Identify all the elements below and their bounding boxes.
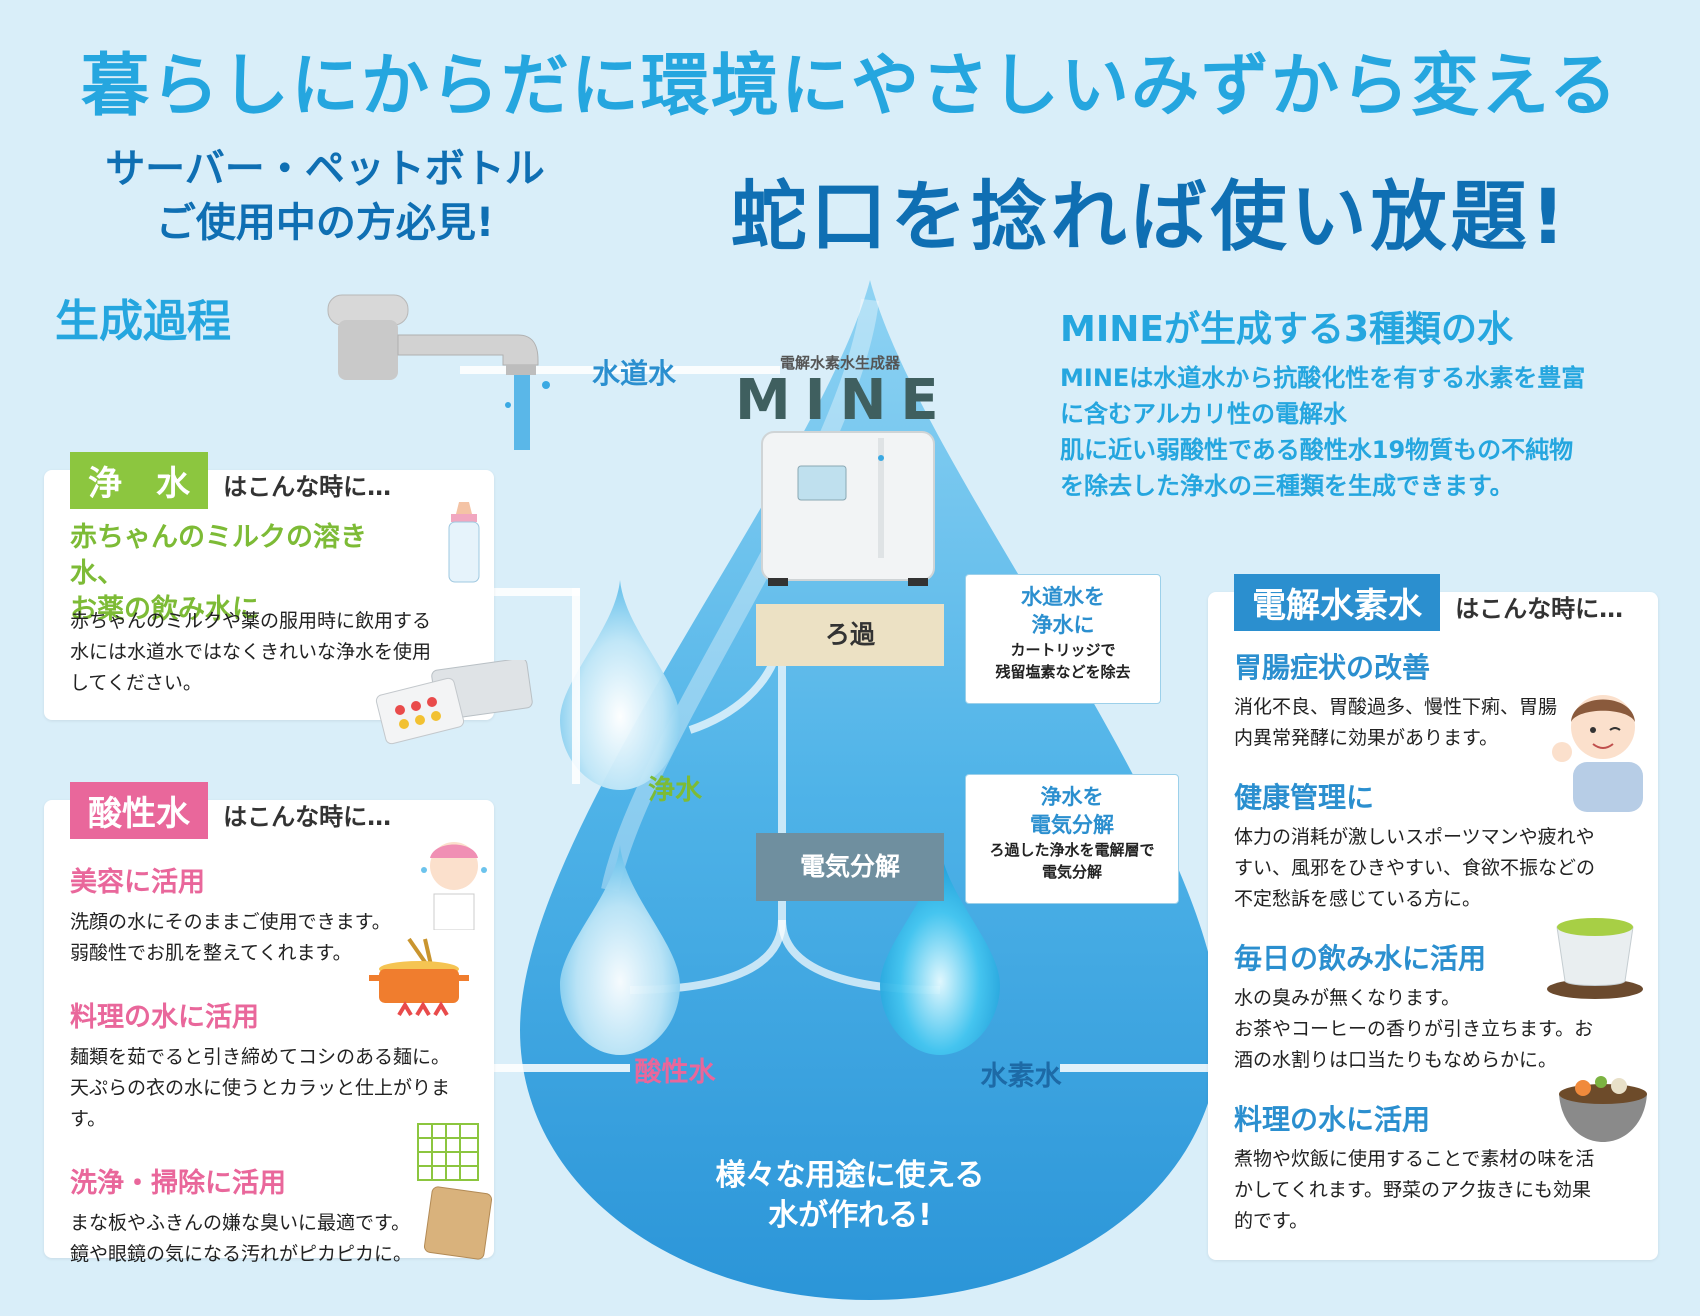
drop-label-hydrogen: 水素水 <box>980 1061 1062 1092</box>
tap-water-label: 水道水 <box>592 357 677 390</box>
acid-item-2-line-1: 麺類を茹でると引き締めてコシのある麺に。 <box>70 1046 451 1068</box>
pure-heading-1: 赤ちゃんのミルクの溶き水、 <box>70 522 367 589</box>
pure-heading-2: お薬の飲み水に <box>70 594 259 625</box>
tea-cup-icon <box>1547 918 1643 999</box>
hydrogen-item-1-line-1: 消化不良、胃酸過多、慢性下痢、胃腸 <box>1234 696 1558 718</box>
filter-info-title-1: 水道水を <box>1021 585 1105 609</box>
mine-info: MINEが生成する3種類の水 MINEは水道水から抗酸化性を有する水素を豊富 に… <box>1060 300 1680 504</box>
subhead-left: サーバー・ペットボトル ご使用中の方必見! <box>40 142 610 250</box>
hydrogen-water-card: 電解水素水 はこんな時に… 胃腸症状の改善 消化不良、胃酸過多、慢性下痢、胃腸 … <box>1208 574 1658 1260</box>
device-caption: 電解水素水生成器 <box>780 354 901 372</box>
drop-caption-line-1: 様々な用途に使える <box>715 1158 985 1193</box>
drop-label-acid: 酸性水 <box>634 1057 716 1088</box>
acid-item-2-line-2: 天ぷらの衣の水に使うとカラッと仕上がります。 <box>70 1077 451 1130</box>
pill-pack-icon <box>375 660 533 745</box>
cutting-board-icon <box>417 1123 493 1260</box>
mine-device-image <box>761 431 935 586</box>
acid-item-1-heading: 美容に活用 <box>70 867 205 898</box>
face-wash-icon <box>421 842 487 930</box>
electro-info-sub-1: ろ過した浄水を電解層で <box>989 841 1155 859</box>
hydrogen-item-3-line-2: お茶やコーヒーの香りが引き立ちます。お <box>1234 1018 1594 1040</box>
connector-tap <box>460 366 780 374</box>
filter-info-box: 水道水を 浄水に カートリッジで 残留塩素などを除去 <box>965 574 1161 704</box>
faucet-icon <box>327 294 550 450</box>
connector-pure <box>480 588 580 596</box>
electro-info-title-2: 電気分解 <box>1030 813 1114 837</box>
mine-info-title: MINEが生成する3種類の水 <box>1060 309 1513 350</box>
pure-body-1: 赤ちゃんのミルクや薬の服用時に飲用する <box>70 610 432 632</box>
hydrogen-item-4-line-3: 的です。 <box>1234 1210 1309 1232</box>
hydrogen-item-4-heading: 料理の水に活用 <box>1234 1103 1431 1136</box>
mine-info-line-4: を除去した浄水の三種類を生成できます。 <box>1060 472 1514 500</box>
food-bowl-icon <box>1559 1076 1647 1142</box>
hydrogen-tag-suffix: はこんな時に… <box>1455 595 1624 623</box>
hydrogen-item-3-line-3: 酒の水割りは口当たりもなめらかに。 <box>1234 1049 1558 1071</box>
acid-item-1-line-1: 洗顔の水にそのままご使用できます。 <box>70 911 391 933</box>
filter-info-title-2: 浄水に <box>1031 613 1095 637</box>
filter-info-sub-2: 残留塩素などを除去 <box>995 663 1131 681</box>
headline: 暮らしにからだに環境にやさしいみずから変える <box>81 47 1619 126</box>
pure-water-card: 浄 水 はこんな時に… 赤ちゃんのミルクの溶き水、 お薬の飲み水に 赤ちゃんのミ… <box>44 452 533 745</box>
mine-info-line-2: に含むアルカリ性の電解水 <box>1060 400 1348 428</box>
acid-item-2-heading: 料理の水に活用 <box>70 1002 259 1033</box>
filter-step: ろ過 <box>756 604 944 666</box>
acid-tag: 酸性水 <box>70 782 208 839</box>
electrolysis-step: 電気分解 <box>756 833 944 901</box>
acid-item-3-heading: 洗浄・掃除に活用 <box>70 1168 286 1199</box>
hydrogen-item-2-line-3: 不定愁訴を感じている方に。 <box>1234 888 1482 910</box>
pure-body-3: してください。 <box>70 672 202 694</box>
hydrogen-item-3-heading: 毎日の飲み水に活用 <box>1234 942 1487 975</box>
filter-info-sub-1: カートリッジで <box>1010 641 1116 659</box>
electro-info-box: 浄水を 電気分解 ろ過した浄水を電解層で 電気分解 <box>965 774 1179 904</box>
pure-body-2: 水には水道水ではなくきれいな浄水を使用 <box>70 641 432 663</box>
electro-info-title-1: 浄水を <box>1040 785 1104 809</box>
drop-caption: 様々な用途に使える 水が作れる! <box>640 1156 1060 1236</box>
mine-info-line-3: 肌に近い弱酸性である酸性水19物質もの不純物 <box>1060 436 1574 464</box>
hydrogen-item-2-line-1: 体力の消耗が激しいスポーツマンや疲れや <box>1234 826 1595 848</box>
subhead-right: 蛇口を捻れば使い放題! <box>730 172 1570 261</box>
mine-info-line-1: MINEは水道水から抗酸化性を有する水素を豊富 <box>1060 364 1586 392</box>
acid-tag-suffix: はこんな時に… <box>223 803 392 831</box>
subhead-left-line-1: サーバー・ペットボトル <box>105 146 545 192</box>
hydrogen-tag: 電解水素水 <box>1234 574 1440 631</box>
acid-item-1-line-2: 弱酸性でお肌を整えてくれます。 <box>70 942 352 964</box>
hydrogen-item-2-heading: 健康管理に <box>1234 781 1375 814</box>
acid-item-3-line-1: まな板やふきんの嫌な臭いに最適です。 <box>70 1212 411 1234</box>
drop-label-pure: 浄水 <box>648 775 702 806</box>
hydrogen-item-4-line-2: かしてくれます。野菜のアク抜きにも効果 <box>1234 1179 1592 1201</box>
electro-info-sub-2: 電気分解 <box>1041 863 1102 881</box>
man-ok-sign-icon <box>1552 695 1643 812</box>
big-water-drop <box>520 280 1220 1300</box>
hydrogen-drop-shape <box>880 845 1000 1055</box>
connector-pure-vert <box>572 588 580 784</box>
subhead-left-line-2: ご使用中の方必見! <box>155 200 495 246</box>
hydrogen-item-1-line-2: 内異常発酵に効果があります。 <box>1234 727 1499 749</box>
hydrogen-item-4-line-1: 煮物や炊飯に使用することで素材の味を活 <box>1234 1148 1595 1170</box>
pure-drop-shape <box>560 580 680 790</box>
connector-acid <box>480 1064 630 1072</box>
device-brand: MINE <box>735 368 953 433</box>
hydrogen-item-3-line-1: 水の臭みが無くなります。 <box>1234 987 1461 1009</box>
hydrogen-item-2-line-2: すい、風邪をひきやすい、食欲不振などの <box>1234 857 1596 879</box>
acid-item-3-line-2: 鏡や眼鏡の気になる汚れがピカピカに。 <box>70 1243 413 1265</box>
pure-tag-suffix: はこんな時に… <box>223 473 392 501</box>
acid-drop-shape <box>560 845 680 1055</box>
baby-bottle-icon <box>448 502 480 583</box>
cooking-pot-icon <box>369 937 469 1017</box>
drop-caption-line-2: 水が作れる! <box>768 1198 932 1233</box>
hydrogen-item-1-heading: 胃腸症状の改善 <box>1234 651 1431 684</box>
process-title: 生成過程 <box>55 296 231 347</box>
connector-hydrogen <box>1060 1064 1210 1072</box>
pure-tag: 浄 水 <box>70 452 208 509</box>
acid-water-card: 酸性水 はこんな時に… 美容に活用 洗顔の水にそのままご使用できます。 弱酸性で… <box>44 782 494 1265</box>
